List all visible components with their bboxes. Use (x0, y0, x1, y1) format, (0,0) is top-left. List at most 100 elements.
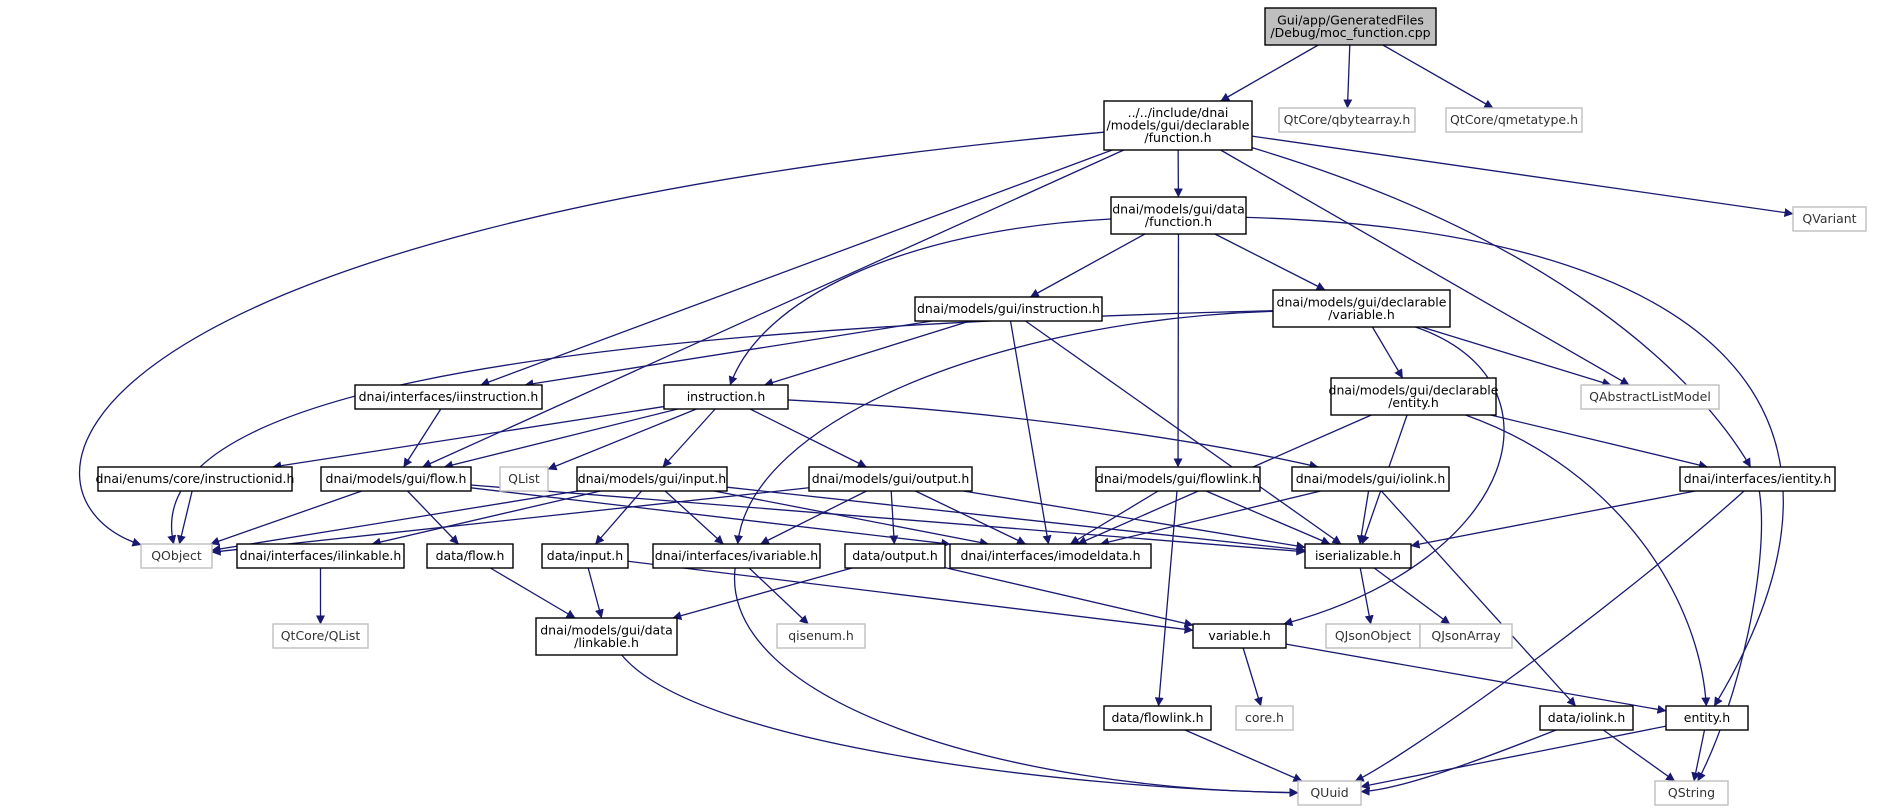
edge-instruction_h-to-gui_output (749, 408, 867, 468)
node-box (236, 543, 405, 569)
node-label: data/output.h (852, 548, 938, 563)
node-label: QVariant (1802, 211, 1856, 226)
edge-gui_input-to-data_input (594, 490, 643, 545)
node-box (776, 623, 866, 649)
edge-gui_flow-to-data_flow (407, 490, 459, 545)
node-label: dnai/models/gui/output.h (812, 471, 970, 486)
node-label: dnai/models/gui/declarable (1329, 382, 1499, 397)
node-box (1665, 705, 1749, 731)
node-iinstruction[interactable]: dnai/interfaces/iinstruction.h (354, 384, 543, 410)
node-imodeldata[interactable]: dnai/interfaces/imodeldata.h (949, 543, 1152, 569)
edge-decl_function-to-ientity (1251, 147, 1752, 468)
edge-entity_h-to-quuid (1360, 725, 1667, 790)
node-box (1330, 377, 1497, 416)
node-label: ../../include/dnai (1128, 105, 1229, 120)
edge-instruction_h-to-gui_flow (443, 408, 678, 470)
edge-variable_h-to-core_h (1242, 647, 1263, 707)
edge-data_input-to-data_linkable (587, 567, 604, 619)
edge-data_function-to-decl_variable (1214, 233, 1326, 291)
node-box (1304, 543, 1412, 569)
node-label: variable.h (1208, 628, 1270, 643)
edge-iserializable-to-qjsonobject (1359, 567, 1374, 625)
node-data_linkable[interactable]: dnai/models/gui/data/linkable.h (535, 617, 678, 656)
edge-gui_flowlink-to-iserializable (1205, 490, 1331, 545)
node-label: QString (1668, 785, 1715, 800)
edge-iserializable-to-qjsonarray (1373, 567, 1451, 625)
node-box (844, 543, 946, 569)
node-box (914, 296, 1103, 322)
node-data_output[interactable]: data/output.h (844, 543, 946, 569)
node-box (949, 543, 1152, 569)
node-data_iolink[interactable]: data/iolink.h (1539, 705, 1634, 731)
node-iserializable[interactable]: iserializable.h (1304, 543, 1412, 569)
edge-gui_output-to-iserializable (963, 490, 1306, 551)
edge-data_output-to-variable_h (944, 566, 1194, 628)
node-data_flow[interactable]: data/flow.h (426, 543, 514, 569)
node-label: /linkable.h (574, 635, 639, 650)
edge-data_flowlink-to-quuid (1184, 729, 1303, 782)
node-data_flowlink[interactable]: data/flowlink.h (1103, 705, 1212, 731)
edge-instruction_h-to-gui_input (662, 408, 716, 468)
edge-gui_iolink-to-iserializable (1356, 490, 1370, 545)
node-label: dnai/models/gui/flowlink.h (1096, 471, 1260, 486)
node-box (535, 617, 678, 656)
edge-gui_output-to-qobject (211, 487, 810, 556)
edge-ientity-to-quuid (1354, 490, 1745, 782)
node-root[interactable]: Gui/app/GeneratedFiles/Debug/moc_functio… (1264, 7, 1437, 46)
edge-iinstruction-to-gui_flow (403, 408, 442, 468)
edge-gui_instruction-to-iinstruction (524, 320, 933, 389)
node-data_function[interactable]: dnai/models/gui/data/function.h (1110, 196, 1247, 235)
node-label: QUuid (1310, 785, 1348, 800)
node-label: dnai/models/gui/data (540, 622, 673, 637)
node-data_input[interactable]: data/input.h (541, 543, 629, 569)
node-gui_instruction[interactable]: dnai/models/gui/instruction.h (914, 296, 1103, 322)
node-instructionid[interactable]: dnai/enums/core/instructionid.h (96, 466, 295, 492)
edge-gui_flowlink-to-imodeldata (1069, 490, 1159, 545)
node-qjsonarray: QJsonArray (1419, 623, 1513, 649)
node-label: QtCore/QList (281, 628, 361, 643)
node-qjsonobject: QJsonObject (1325, 623, 1421, 649)
node-box (354, 384, 543, 410)
edge-decl_variable-to-qobject (167, 310, 1274, 545)
edge-root-to-qmetatype (1382, 44, 1494, 109)
node-gui_input[interactable]: dnai/models/gui/input.h (576, 466, 728, 492)
node-gui_output[interactable]: dnai/models/gui/output.h (808, 466, 973, 492)
node-label: dnai/interfaces/ivariable.h (655, 548, 818, 563)
node-ivariable[interactable]: dnai/interfaces/ivariable.h (652, 543, 821, 569)
node-qvariant: QVariant (1792, 206, 1867, 232)
node-box (1539, 705, 1634, 731)
edge-gui_instruction-to-instruction_h (764, 320, 971, 387)
edge-gui_flow-to-qobject (210, 490, 363, 546)
edge-ivariable-to-quuid (733, 567, 1299, 798)
node-gui_flow[interactable]: dnai/models/gui/flow.h (320, 466, 472, 492)
edge-decl_entity-to-entity_h (1465, 414, 1711, 707)
node-gui_flowlink[interactable]: dnai/models/gui/flowlink.h (1095, 466, 1261, 492)
node-box (426, 543, 514, 569)
node-label: dnai/models/gui/flow.h (326, 471, 467, 486)
node-decl_variable[interactable]: dnai/models/gui/declarable/variable.h (1272, 289, 1451, 328)
node-ilinkable[interactable]: dnai/interfaces/ilinkable.h (236, 543, 405, 569)
node-instruction_h[interactable]: instruction.h (663, 384, 789, 410)
node-qstring: QString (1654, 780, 1729, 806)
node-label: QtCore/qmetatype.h (1450, 112, 1578, 127)
node-qlist: QList (499, 466, 549, 492)
node-box (576, 466, 728, 492)
node-box (1264, 7, 1437, 46)
edge-instruction_h-to-gui_iolink (787, 399, 1319, 470)
edge-gui_input-to-iserializable (726, 486, 1306, 554)
edge-gui_output-to-imodeldata (915, 490, 1026, 545)
edge-decl_function-to-qvariant (1251, 135, 1794, 218)
node-ientity[interactable]: dnai/interfaces/ientity.h (1679, 466, 1836, 492)
node-qobject: QObject (140, 543, 213, 569)
edge-decl_function-to-qabstractlistmodel (1220, 149, 1630, 386)
node-entity_h[interactable]: entity.h (1665, 705, 1749, 731)
node-decl_function[interactable]: ../../include/dnai/models/gui/declarable… (1103, 100, 1253, 151)
node-decl_entity[interactable]: dnai/models/gui/declarable/entity.h (1329, 377, 1499, 416)
edge-ivariable-to-qisenum (748, 567, 809, 625)
node-box (1291, 466, 1450, 492)
edge-instruction_h-to-qlist (547, 408, 697, 471)
node-gui_iolink[interactable]: dnai/models/gui/iolink.h (1291, 466, 1450, 492)
edge-decl_entity-to-ientity (1490, 414, 1708, 470)
node-variable_h[interactable]: variable.h (1192, 623, 1287, 649)
